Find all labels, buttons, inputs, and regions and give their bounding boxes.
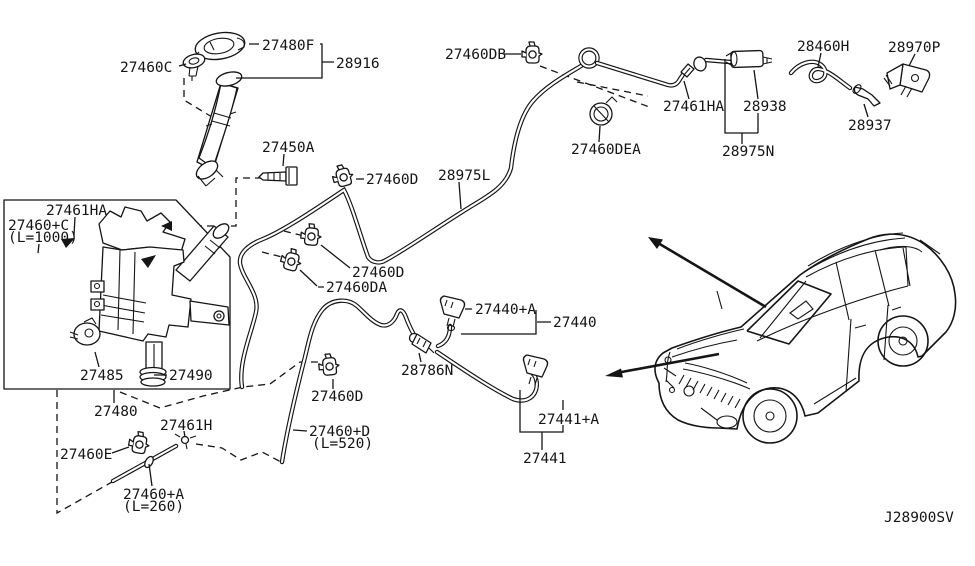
grommet-icon [182, 53, 206, 81]
part-label-27441: 27441 [523, 451, 567, 467]
filler-neck-opening [215, 71, 243, 87]
nozzle-28970p [883, 63, 931, 98]
rear-wheel [877, 315, 929, 367]
part-label-27460a-hose: 27460+A [123, 487, 184, 503]
part-label-27460a-length: (L=260) [123, 499, 184, 515]
part-label-28970p: 28970P [888, 40, 941, 56]
reservoir-assembly-box [3, 199, 231, 390]
check-valve-28938 [725, 49, 773, 69]
part-label-28937: 28937 [848, 118, 892, 134]
part-label-27485: 27485 [80, 368, 124, 384]
part-label-27460c-length: (L=1000) [8, 230, 78, 246]
part-label-27490: 27490 [169, 368, 213, 384]
part-label-27450a: 27450A [262, 140, 315, 156]
part-label-28975n: 28975N [722, 144, 774, 160]
part-label-27460dea: 27460DEA [571, 142, 641, 158]
hose-clip-icon [126, 429, 152, 456]
part-labels: 27460C 27480F 28916 27450A 27460DB 27460… [8, 38, 954, 526]
dash-arrow-icon [161, 221, 172, 231]
bolt-icon [258, 166, 298, 186]
part-label-28975l: 28975L [438, 168, 491, 184]
part-label-27460db: 27460DB [445, 47, 506, 63]
part-label-27440a: 27440+A [475, 302, 536, 318]
leader-lines [37, 43, 916, 487]
filler-neck-assembly [182, 31, 298, 187]
part-label-27460d-length: (L=520) [312, 436, 373, 452]
part-label-27460d: 27460D [366, 172, 418, 188]
drawing-code: J28900SV [884, 510, 954, 526]
hose-collar [144, 455, 154, 469]
tee-28786n [408, 332, 435, 354]
part-label-27460c-hose: 27460+C [8, 218, 69, 234]
part-label-27480f: 27480F [262, 38, 314, 54]
washer-tank [90, 206, 230, 342]
filler-cap-icon [192, 31, 246, 61]
fog-lamp [716, 415, 738, 429]
hose-clip-icon [521, 41, 543, 64]
front-washer-parts [144, 295, 549, 469]
part-label-27460d-3: 27460D [311, 389, 363, 405]
nozzle-27441a [522, 354, 549, 386]
part-label-27460d-hose: 27460+D [309, 424, 370, 440]
inlet-arrow-icon [141, 255, 156, 268]
part-label-27440: 27440 [553, 315, 597, 331]
hose-clip-icon [329, 162, 356, 189]
reference-dashed-lines [56, 65, 653, 515]
washer-pump-27485 [69, 317, 101, 346]
nozzle-27440a [439, 295, 466, 332]
part-label-27460c: 27460C [120, 60, 172, 76]
part-label-27460da: 27460DA [326, 280, 387, 296]
brand-badge-icon [683, 385, 695, 397]
part-label-28460h: 28460H [797, 39, 849, 55]
part-label-27460e: 27460E [60, 447, 112, 463]
grille-hatch [678, 374, 741, 409]
part-label-27460d-2: 27460D [352, 265, 404, 281]
washer-install-detail [663, 351, 677, 394]
hose-clip-icon [317, 352, 341, 377]
hose-end-arrow-icon [61, 238, 75, 248]
part-label-28916: 28916 [336, 56, 380, 72]
vehicle-illustration [605, 232, 957, 444]
washer-pump-27490 [139, 341, 167, 387]
front-wheel [742, 388, 798, 444]
part-label-27461ha-2: 27461HA [46, 203, 107, 219]
hose-clip-icon [299, 222, 323, 247]
hose-clip-icon [278, 246, 305, 273]
cowl-tube-assembly [589, 49, 931, 126]
part-label-27461h: 27461H [160, 418, 212, 434]
clamp-27460dea [589, 96, 618, 126]
location-arrow-front-bumper [605, 352, 720, 378]
part-label-27441a: 27441+A [538, 412, 599, 428]
elbow-28937 [852, 84, 881, 107]
part-label-27461ha: 27461HA [663, 99, 724, 115]
side-mirror [789, 300, 814, 320]
part-label-28938: 28938 [743, 99, 787, 115]
location-arrow-windshield [648, 237, 767, 309]
part-label-27480: 27480 [94, 404, 138, 420]
part-label-28786n: 28786N [401, 363, 453, 379]
